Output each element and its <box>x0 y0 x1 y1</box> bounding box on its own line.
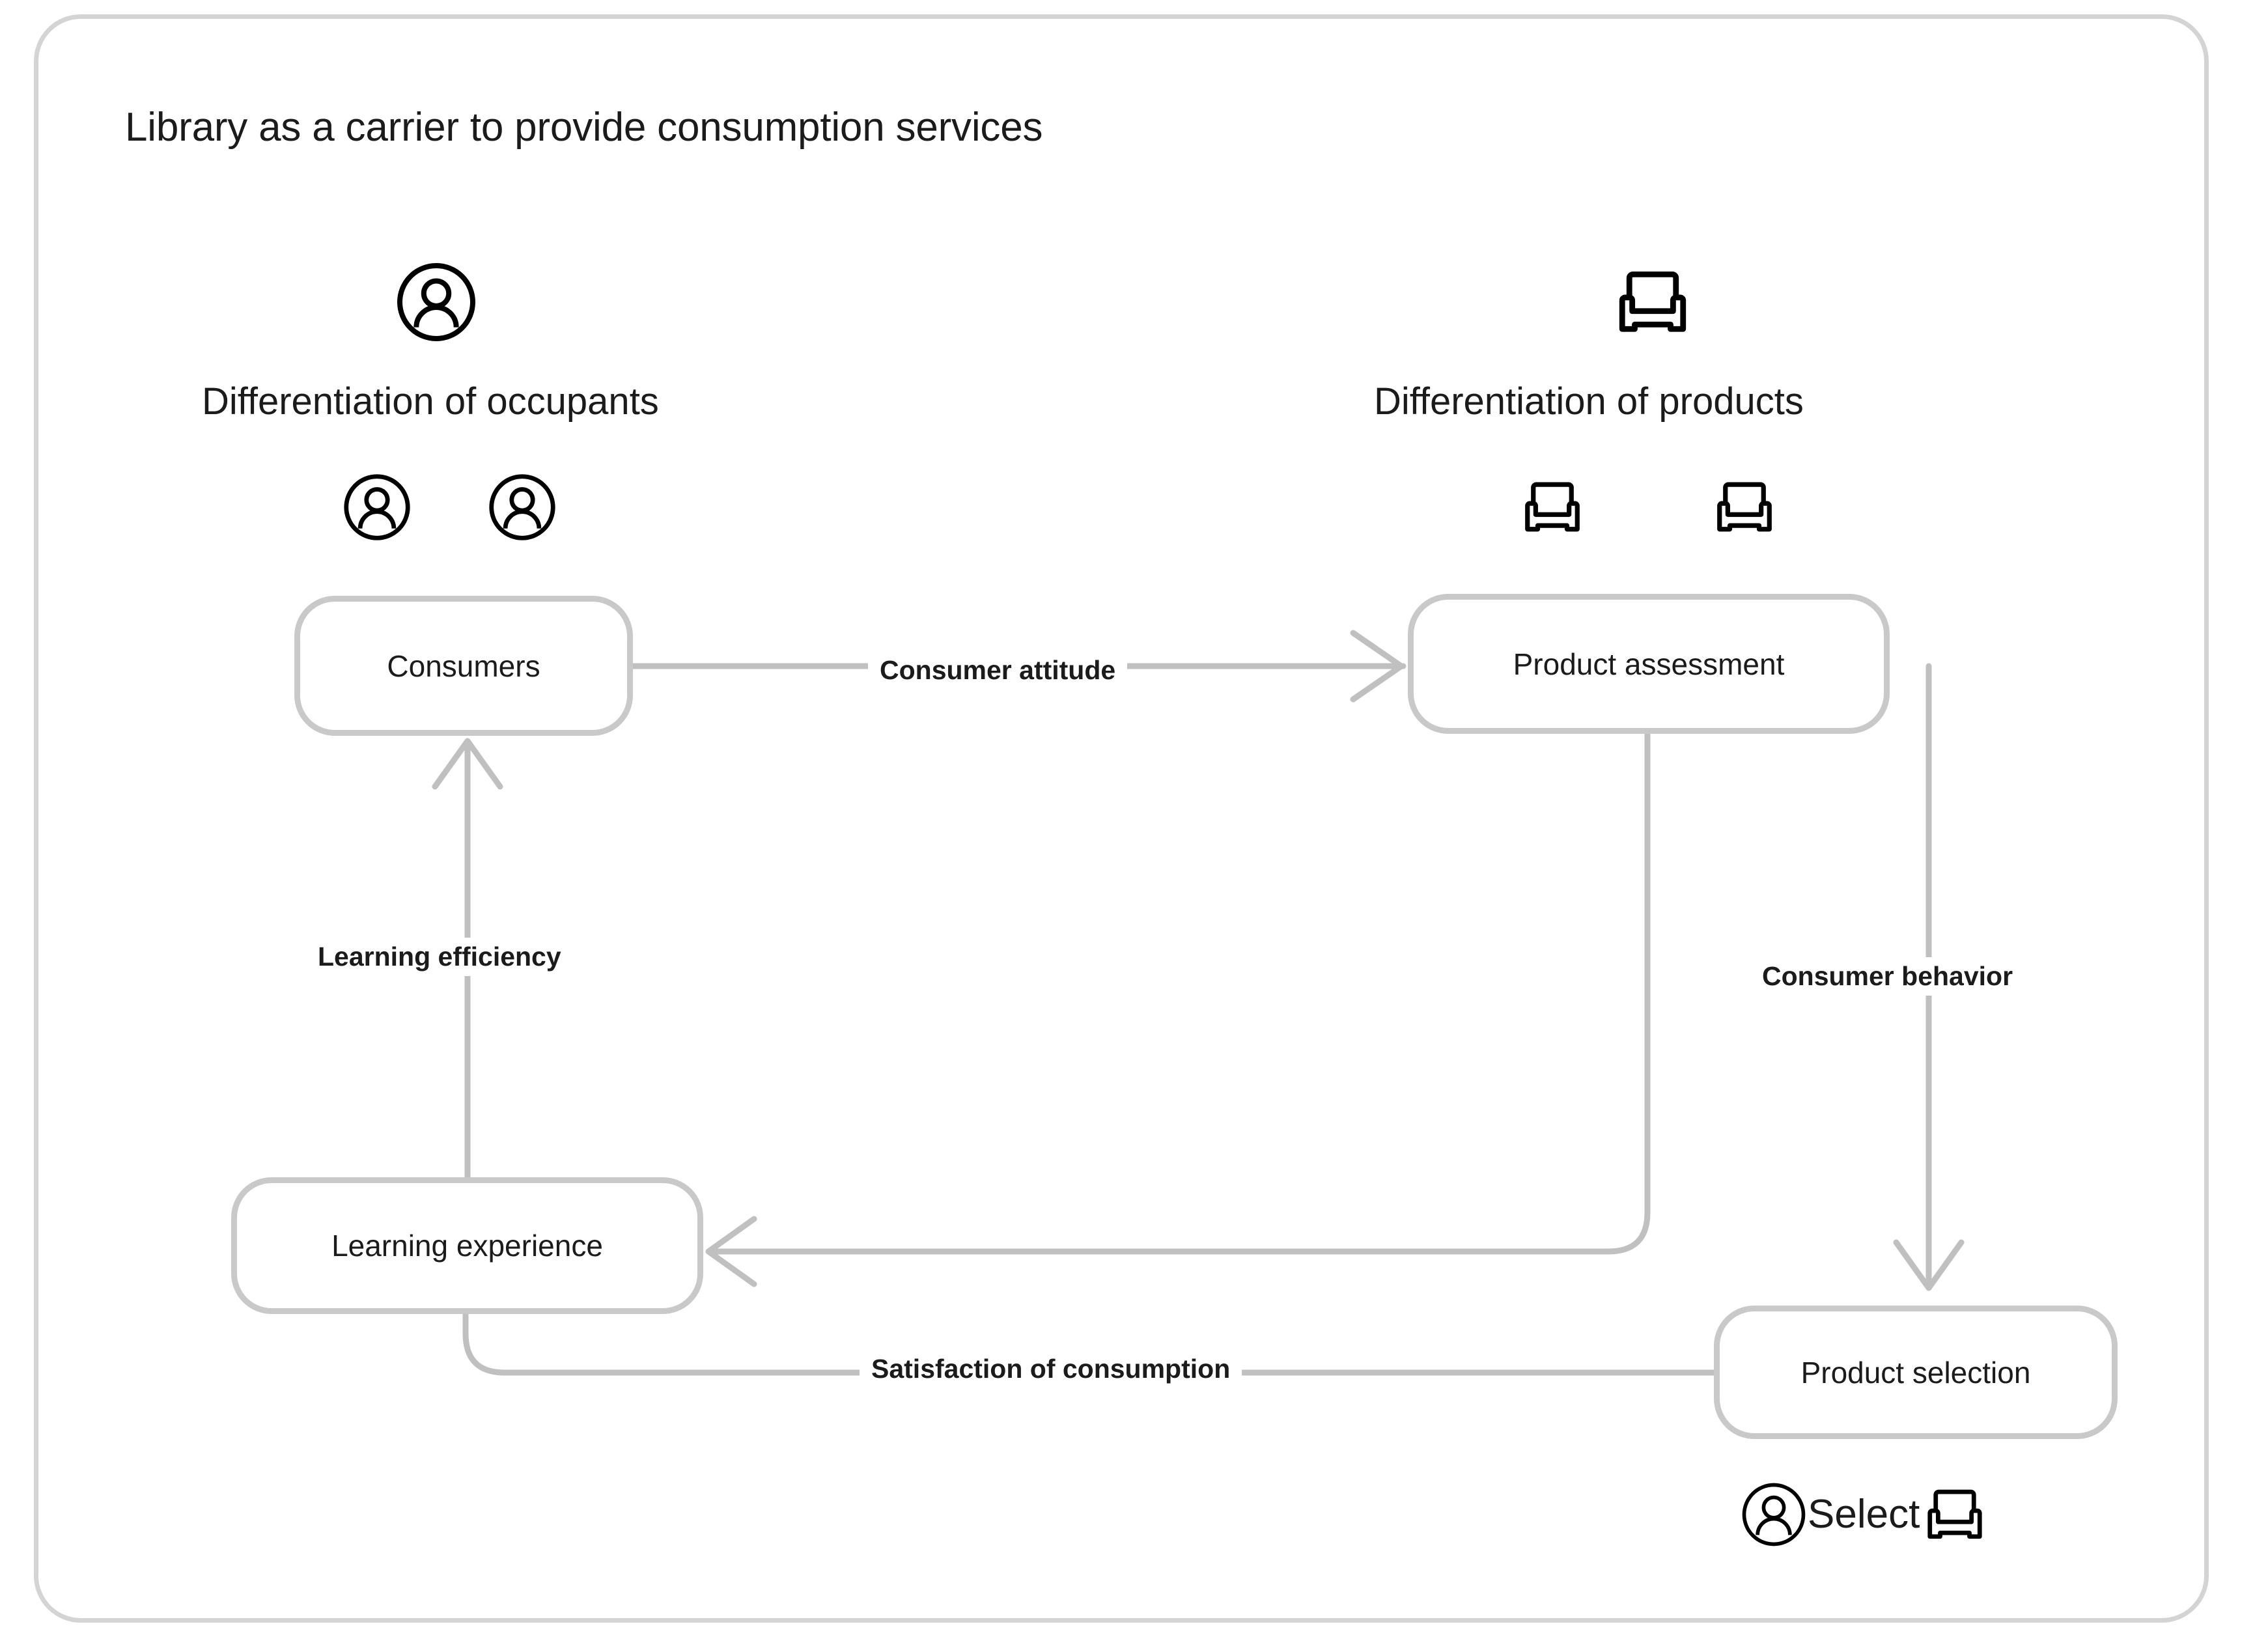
node-product-selection[interactable]: Product selection <box>1714 1306 2118 1439</box>
edge-consumer-behavior-arrowhead <box>1893 1239 1965 1291</box>
node-product-assessment-label: Product assessment <box>1513 647 1785 681</box>
edge-learning-efficiency-arrowhead <box>432 738 503 790</box>
armchair-icon <box>1920 1479 1990 1550</box>
person-icon <box>1740 1481 1808 1548</box>
person-icon <box>342 472 412 542</box>
page-title: Library as a carrier to provide consumpt… <box>125 105 1043 150</box>
node-product-assessment[interactable]: Product assessment <box>1408 594 1890 734</box>
select-label: Select <box>1808 1492 1920 1537</box>
person-icon <box>395 260 478 344</box>
armchair-icon <box>1517 472 1588 542</box>
edge-label-consumer-attitude: Consumer attitude <box>868 651 1128 690</box>
edge-label-satisfaction: Satisfaction of consumption <box>860 1350 1242 1388</box>
person-icon <box>487 472 557 542</box>
node-learning-experience[interactable]: Learning experience <box>231 1177 703 1314</box>
edge-label-consumer-behavior: Consumer behavior <box>1750 957 2025 996</box>
node-learning-experience-label: Learning experience <box>331 1229 603 1263</box>
edge-label-learning-efficiency: Learning efficiency <box>306 938 573 976</box>
edge-consumer-attitude-arrowhead <box>1350 630 1405 703</box>
node-consumers[interactable]: Consumers <box>294 596 633 736</box>
group-heading-occupants: Differentiation of occupants <box>202 380 659 423</box>
armchair-icon <box>1610 259 1696 345</box>
node-product-selection-label: Product selection <box>1800 1355 2031 1390</box>
select-legend: Select <box>1740 1479 1990 1550</box>
armchair-icon <box>1709 472 1780 542</box>
edge-assessment-to-learning-arrowhead <box>705 1216 757 1287</box>
edge-assessment-to-learning-line <box>707 731 1651 1255</box>
node-consumers-label: Consumers <box>387 649 540 683</box>
group-heading-products: Differentiation of products <box>1374 380 1804 423</box>
edge-satisfaction-line <box>462 1311 1717 1376</box>
